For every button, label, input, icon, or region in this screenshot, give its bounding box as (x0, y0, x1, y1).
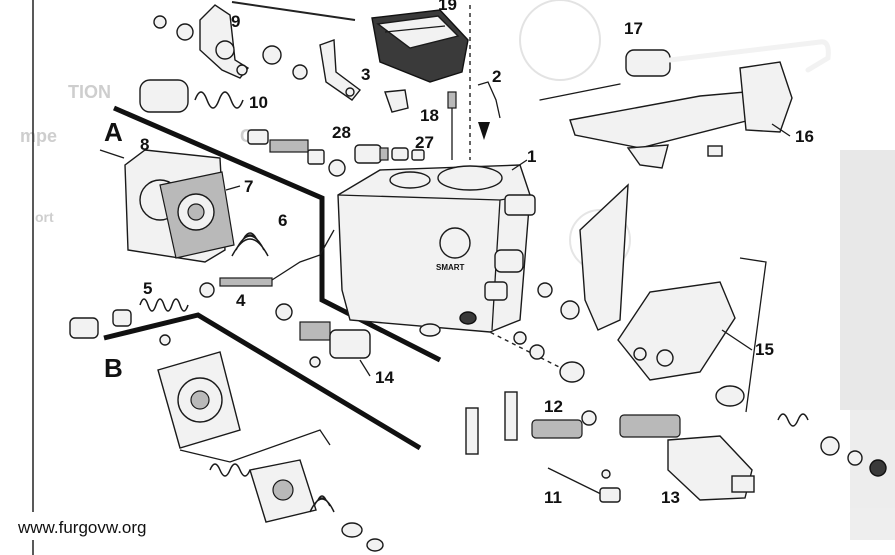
section-a-divider (113, 105, 442, 363)
washer-chain (513, 282, 674, 383)
callout-27: 27 (415, 133, 434, 152)
callout-17: 17 (624, 19, 643, 38)
part-16-vacuum-unit (539, 61, 793, 169)
part-11-needle (547, 467, 621, 503)
section-label-b: B (104, 353, 123, 383)
part-19-cover (371, 9, 469, 83)
part-4-rod (199, 229, 335, 298)
callout-12: 12 (544, 397, 563, 416)
part-15-throttle-lever (579, 183, 887, 477)
bleed-text-3: mpe (20, 126, 57, 146)
part-12-screw (465, 391, 597, 455)
callout-1: 1 (527, 147, 536, 166)
part-2-rod (477, 81, 501, 119)
callout-15: 15 (755, 340, 774, 359)
bleed-text-1: TION (68, 82, 111, 102)
callout-28: 28 (332, 123, 351, 142)
callout-10: 10 (249, 93, 268, 112)
callout-6: 6 (278, 211, 287, 230)
part-9-bracket (153, 4, 250, 79)
direction-arrow (478, 122, 490, 140)
callout-18: 18 (420, 106, 439, 125)
part-28-jet (354, 144, 389, 164)
part-27-jet (391, 147, 425, 161)
part-5-spring (69, 298, 189, 339)
callout-9: 9 (231, 12, 240, 31)
part-7-diaphragm (159, 171, 235, 259)
section-b-divider (103, 312, 422, 451)
body-marking: SMART (436, 263, 465, 272)
leader-lines (225, 123, 791, 377)
callout-5: 5 (143, 279, 152, 298)
callout-14: 14 (375, 368, 394, 387)
section-label-a: A (104, 117, 123, 147)
callout-2: 2 (492, 67, 501, 86)
part-1-carburetor-body: SMART (337, 164, 536, 337)
callout-8: 8 (140, 135, 149, 154)
callout-16: 16 (795, 127, 814, 146)
callout-3: 3 (361, 65, 370, 84)
callout-11: 11 (544, 488, 562, 507)
jet-screw-assembly (99, 129, 346, 177)
top-cable-rod (231, 1, 356, 21)
bleed-text-4: ort (35, 209, 54, 225)
part-17-fuel-filter (625, 39, 831, 77)
watermark-backdrop (16, 512, 202, 540)
callout-13: 13 (661, 488, 680, 507)
watermark-text: www.furgovw.org (17, 518, 147, 537)
part-6-spring (231, 232, 269, 257)
background-bleed-through: TION Co mpe ort (20, 0, 895, 540)
part-10-choke-spring (139, 45, 308, 113)
callout-19: 19 (438, 0, 457, 14)
section-b-assembly (157, 334, 384, 552)
part-14-valve (275, 303, 371, 368)
part-18-needle (447, 91, 457, 160)
callout-7: 7 (244, 177, 253, 196)
part-13-solenoid (619, 414, 755, 501)
part-3-lever (319, 39, 409, 113)
callout-4: 4 (236, 291, 246, 310)
